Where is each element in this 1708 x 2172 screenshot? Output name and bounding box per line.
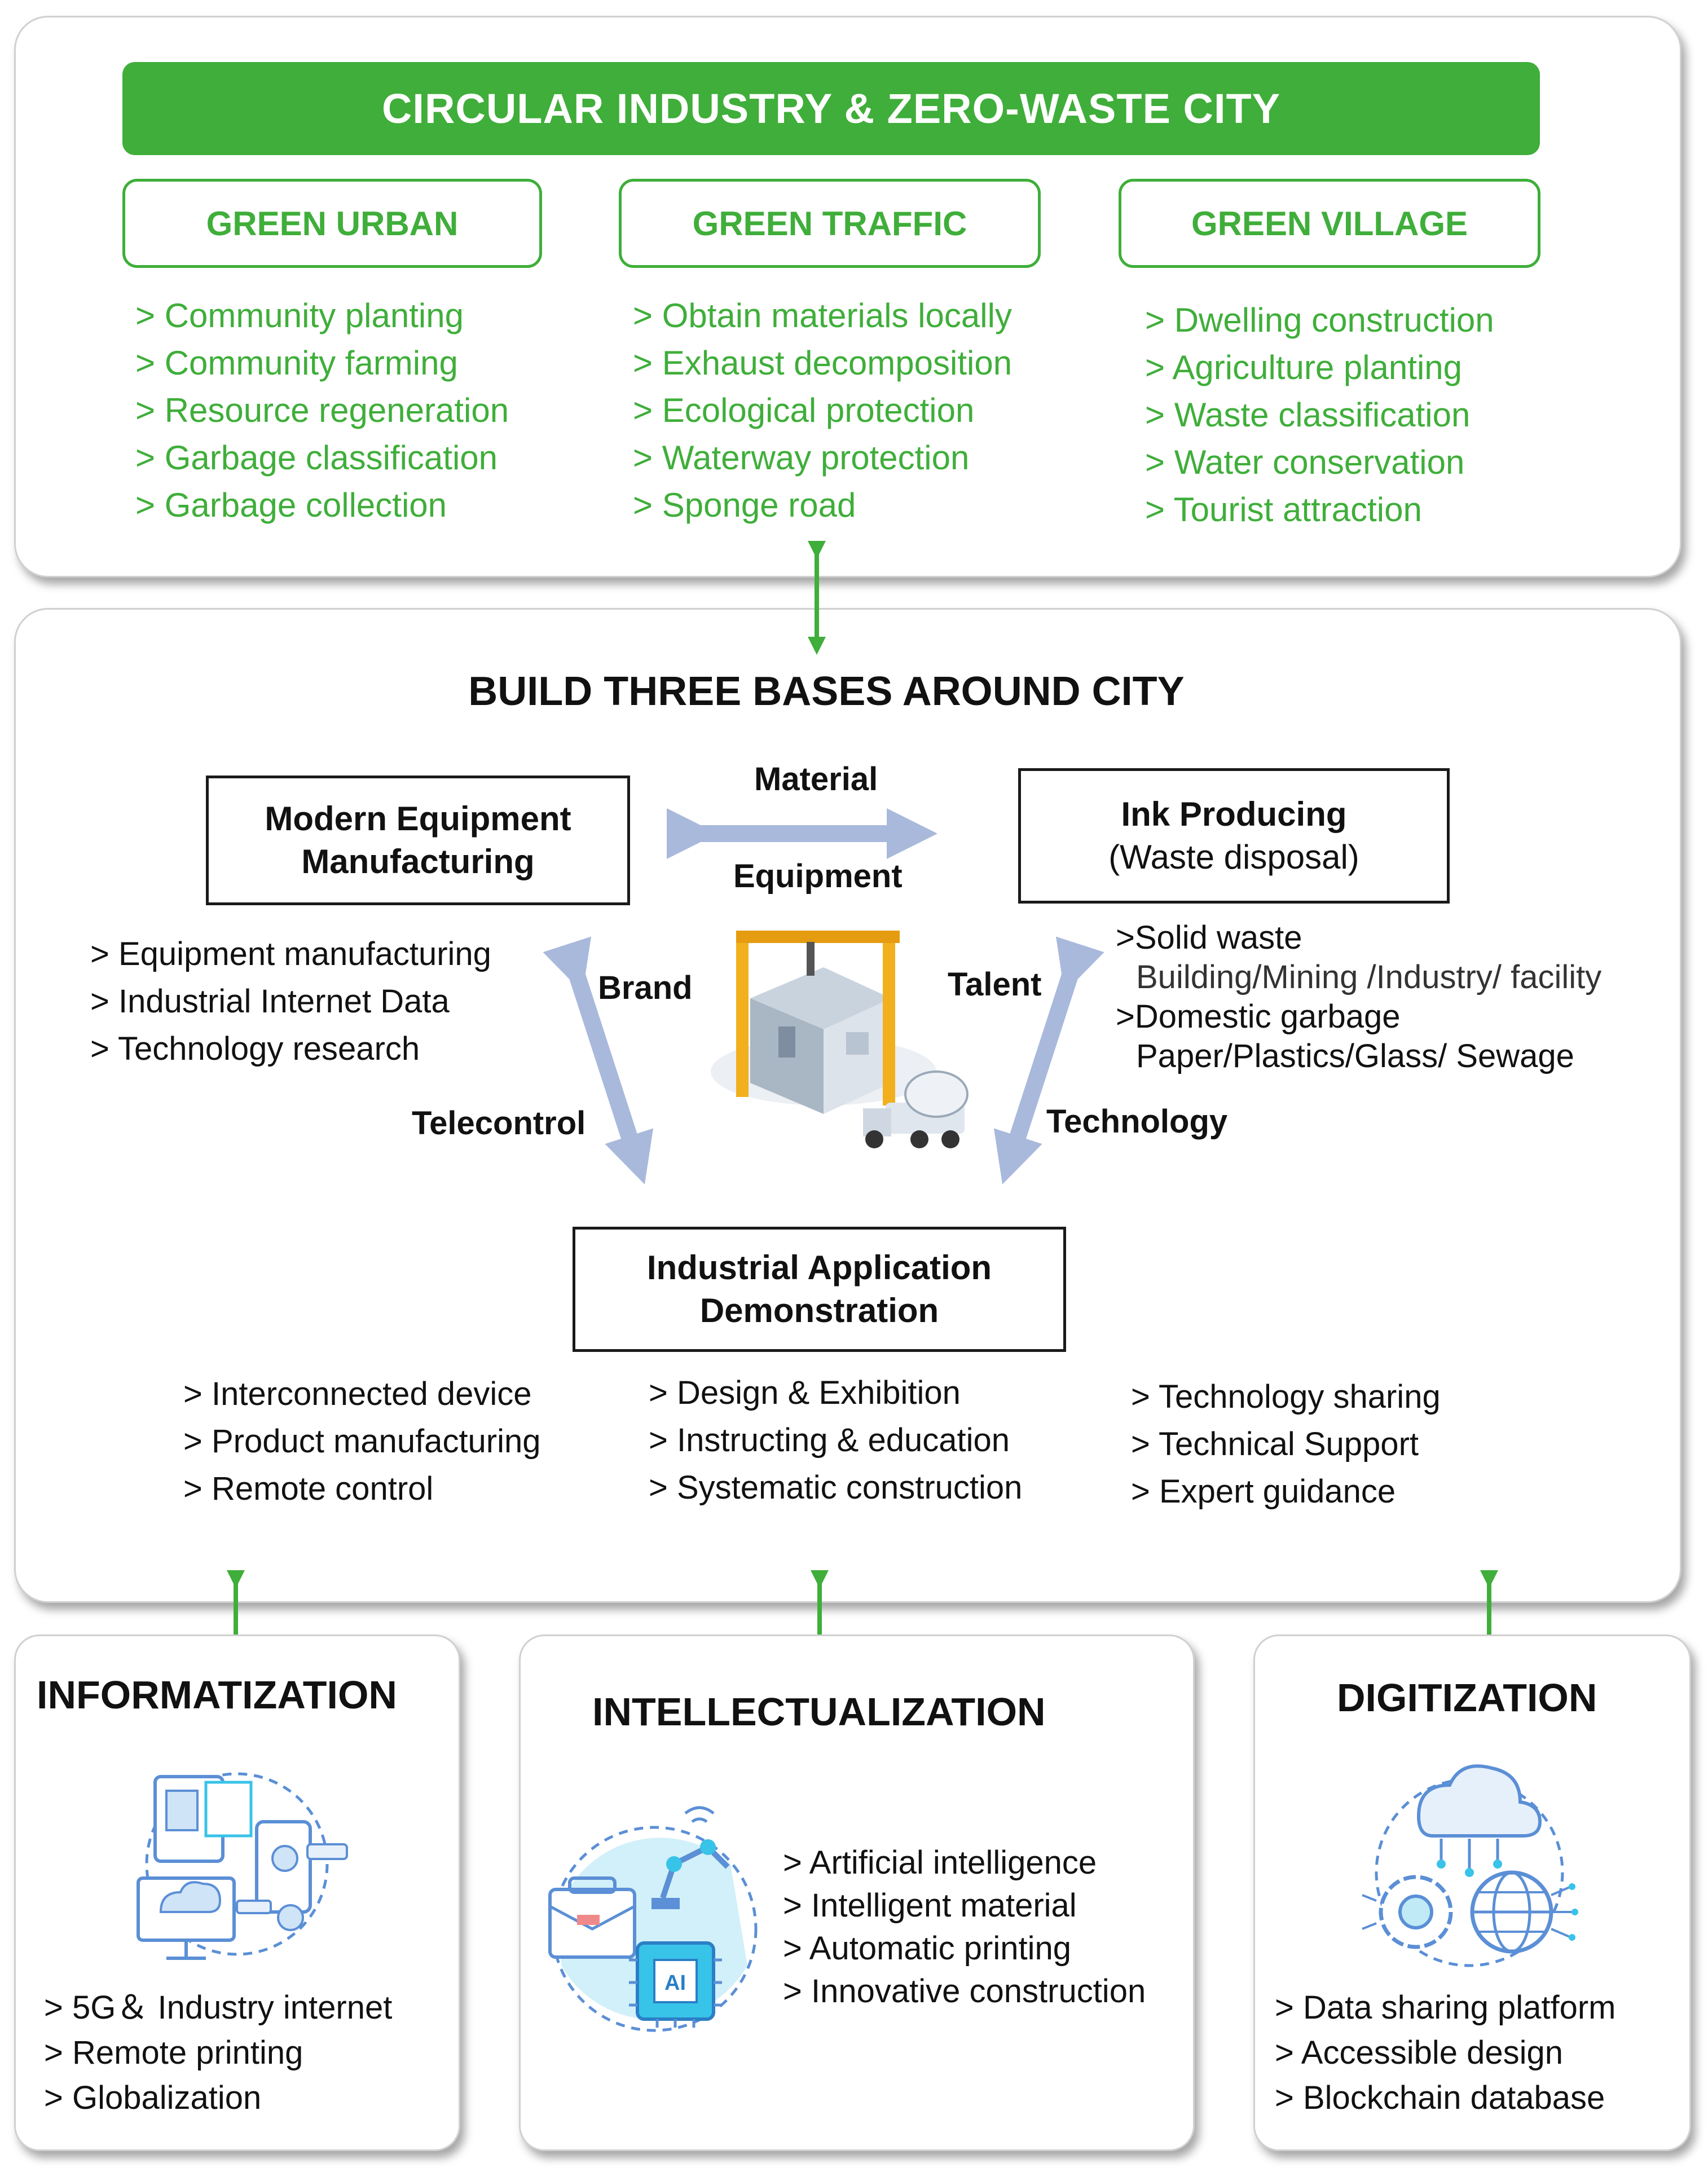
intellectualization-title: INTELLECTUALIZATION bbox=[592, 1690, 1046, 1734]
brand-telecontrol-arrow bbox=[543, 936, 654, 1184]
list-item: > Expert guidance bbox=[1131, 1473, 1396, 1510]
list-item: > Industrial Internet Data bbox=[90, 983, 450, 1020]
list-item: > Waste classification bbox=[1145, 396, 1471, 434]
ink-base-line2: (Waste disposal) bbox=[1108, 838, 1359, 876]
design-list: > Design & Exhibition > Instructing & ed… bbox=[649, 1369, 1022, 1512]
link-label-material: Material bbox=[754, 761, 878, 798]
list-item: > Artificial intelligence bbox=[783, 1844, 1097, 1881]
link-label-technology: Technology bbox=[1046, 1103, 1228, 1140]
technology-sharing-list: > Technology sharing > Technical Support… bbox=[1131, 1373, 1441, 1515]
list-item: Paper/Plastics/Glass/ Sewage bbox=[1136, 1038, 1574, 1074]
ink-base-line1: Ink Producing bbox=[1121, 795, 1347, 833]
link-label-talent: Talent bbox=[948, 966, 1042, 1003]
equipment-base-line1: Modern Equipment bbox=[265, 800, 571, 838]
list-item: > Remote control bbox=[183, 1470, 434, 1507]
digitization-title: DIGITIZATION bbox=[1337, 1676, 1597, 1720]
informatization-title: INFORMATIZATION bbox=[37, 1673, 397, 1717]
digitization-list: > Data sharing platform > Accessible des… bbox=[1275, 1985, 1615, 2121]
list-item: > Interconnected device bbox=[183, 1376, 532, 1412]
ink-base-list: >Solid waste Building/Mining /Industry/ … bbox=[1116, 918, 1601, 1076]
list-item: > Technology research bbox=[90, 1030, 420, 1067]
list-item: > Technical Support bbox=[1131, 1426, 1419, 1462]
list-item: > Remote printing bbox=[44, 2034, 303, 2071]
list-item: > Innovative construction bbox=[783, 1973, 1146, 2010]
list-item: > Resource regeneration bbox=[135, 391, 509, 429]
link-label-brand: Brand bbox=[598, 970, 693, 1006]
list-item: > Waterway protection bbox=[633, 439, 970, 477]
list-item: > Garbage collection bbox=[135, 486, 447, 524]
informatization-list: > 5G＆ Industry internet > Remote printin… bbox=[44, 1985, 392, 2121]
mixer-truck-icon bbox=[863, 1070, 969, 1148]
list-item: > Blockchain database bbox=[1275, 2080, 1605, 2116]
ai-robot-arm-icon: AI bbox=[548, 1806, 758, 2032]
industrial-base-box: Industrial Application Demonstration bbox=[573, 1227, 1066, 1352]
list-item: > Dwelling construction bbox=[1145, 301, 1494, 339]
three-bases-title: BUILD THREE BASES AROUND CITY bbox=[468, 669, 1185, 714]
list-item: >Solid waste bbox=[1116, 919, 1302, 956]
ai-chip-label: AI bbox=[664, 1971, 686, 1995]
list-item: Building/Mining /Industry/ facility bbox=[1136, 959, 1602, 995]
industrial-base-line1: Industrial Application bbox=[646, 1249, 992, 1287]
list-item: > Ecological protection bbox=[633, 391, 975, 429]
list-item: > Sponge road bbox=[633, 486, 856, 524]
list-item: > Globalization bbox=[44, 2080, 262, 2116]
list-item: > Data sharing platform bbox=[1275, 1989, 1616, 2026]
equipment-base-list: > Equipment manufacturing > Industrial I… bbox=[90, 931, 491, 1073]
green-traffic-box: GREEN TRAFFIC bbox=[619, 179, 1041, 268]
list-item: > Technology sharing bbox=[1131, 1378, 1441, 1415]
list-item: > Equipment manufacturing bbox=[90, 936, 491, 972]
equipment-base-box: Modern Equipment Manufacturing bbox=[206, 776, 630, 905]
list-item: > Tourist attraction bbox=[1145, 491, 1422, 528]
link-label-telecontrol: Telecontrol bbox=[412, 1105, 586, 1142]
list-item: > 5G＆ Industry internet bbox=[44, 1989, 393, 2026]
link-label-equipment: Equipment bbox=[733, 858, 903, 895]
list-item: > Community farming bbox=[135, 344, 458, 382]
list-item: > Intelligent material bbox=[783, 1887, 1077, 1924]
industrial-base-line2: Demonstration bbox=[699, 1292, 939, 1329]
list-item: >Domestic garbage bbox=[1116, 998, 1401, 1035]
list-item: > Garbage classification bbox=[135, 439, 498, 477]
list-item: > Design & Exhibition bbox=[649, 1374, 961, 1411]
green-village-box: GREEN VILLAGE bbox=[1119, 179, 1540, 268]
digitization-panel bbox=[1253, 1634, 1691, 2151]
green-village-list: > Dwelling construction > Agriculture pl… bbox=[1145, 297, 1494, 534]
list-item: > Community planting bbox=[135, 297, 464, 334]
green-urban-list: > Community planting > Community farming… bbox=[135, 292, 509, 529]
list-item: > Agriculture planting bbox=[1145, 349, 1463, 386]
city-title-banner: CIRCULAR INDUSTRY & ZERO-WASTE CITY bbox=[122, 62, 1540, 155]
list-item: > Systematic construction bbox=[649, 1469, 1023, 1506]
list-item: > Exhaust decomposition bbox=[633, 344, 1013, 382]
intellectualization-list: > Artificial intelligence > Intelligent … bbox=[783, 1841, 1146, 2013]
green-urban-box: GREEN URBAN bbox=[122, 179, 542, 268]
list-item: > Obtain materials locally bbox=[633, 297, 1012, 334]
informatization-panel bbox=[14, 1634, 460, 2151]
green-traffic-list: > Obtain materials locally > Exhaust dec… bbox=[633, 292, 1012, 529]
interconnect-list: > Interconnected device > Product manufa… bbox=[183, 1371, 541, 1513]
list-item: > Automatic printing bbox=[783, 1930, 1072, 1967]
list-item: > Water conservation bbox=[1145, 443, 1465, 481]
devices-network-icon bbox=[137, 1772, 348, 1960]
cloud-gear-globe-icon bbox=[1362, 1764, 1578, 1967]
ink-base-box: Ink Producing (Waste disposal) bbox=[1018, 768, 1450, 904]
list-item: > Product manufacturing bbox=[183, 1423, 541, 1460]
equipment-base-line2: Manufacturing bbox=[301, 843, 535, 880]
list-item: > Instructing & education bbox=[649, 1422, 1010, 1459]
talent-technology-arrow bbox=[993, 936, 1104, 1184]
list-item: > Accessible design bbox=[1275, 2034, 1564, 2071]
3d-printer-illustration bbox=[711, 931, 969, 1148]
